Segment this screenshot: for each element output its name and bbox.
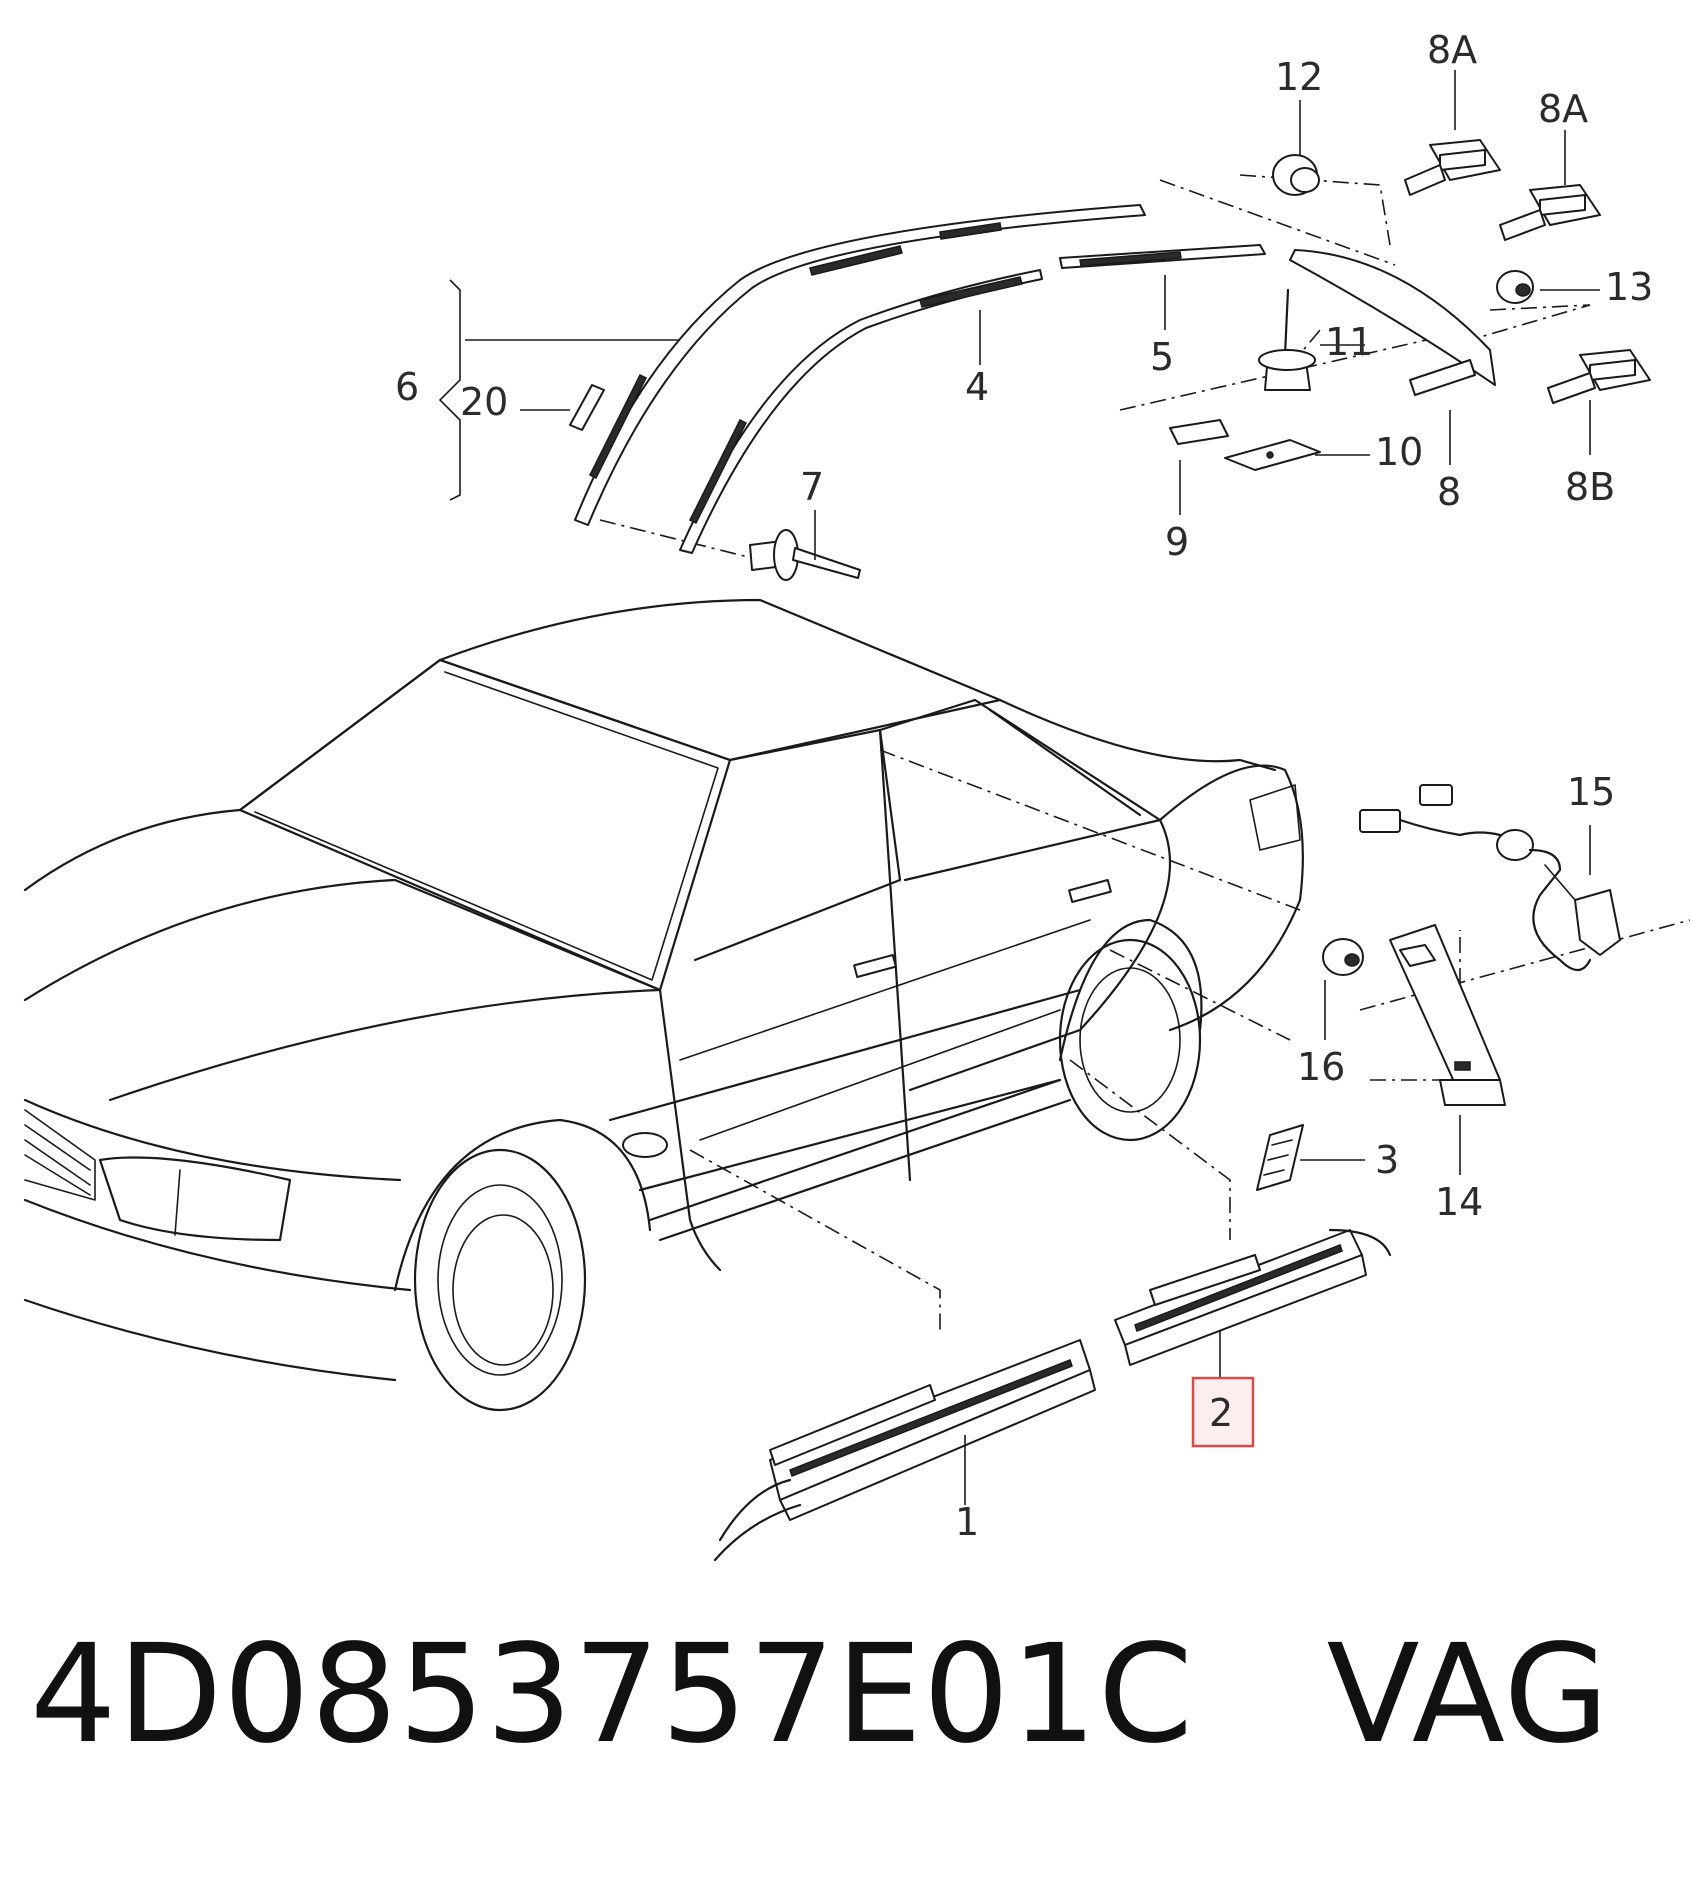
brand-name: VAG: [1326, 1616, 1610, 1774]
car-illustration: [23, 598, 1304, 1412]
fasteners: [749, 139, 1651, 581]
nut-13: [1496, 270, 1534, 304]
sill-molding-1: [713, 1339, 1096, 1562]
callout-15: 15: [1567, 770, 1615, 814]
nut-16: [1322, 938, 1364, 976]
clip-8a-right: [1499, 184, 1601, 241]
bushing-12: [1272, 154, 1320, 196]
callout-5: 5: [1150, 335, 1174, 379]
rivet-7: [749, 529, 861, 581]
callout-4: 4: [965, 365, 989, 409]
screw-11: [1258, 288, 1316, 391]
callout-2: 2: [1209, 1391, 1233, 1435]
callout-13: 13: [1605, 265, 1653, 309]
callout-8a-right: 8A: [1538, 87, 1588, 131]
callout-8b: 8B: [1565, 465, 1615, 509]
callout-20: 20: [460, 380, 508, 424]
callout-3: 3: [1375, 1138, 1399, 1182]
callout-10: 10: [1375, 430, 1423, 474]
callout-6: 6: [395, 365, 419, 409]
callout-8a-top: 8A: [1427, 28, 1477, 72]
part-number: 4D0853757E01C: [30, 1616, 1194, 1774]
highlight-box: [1191, 1376, 1255, 1448]
callout-9: 9: [1165, 520, 1189, 564]
sill-parts: [713, 784, 1621, 1562]
callout-11: 11: [1325, 320, 1373, 364]
callout-16: 16: [1297, 1045, 1345, 1089]
clip-8b: [1547, 349, 1651, 404]
clip-8a-top: [1404, 139, 1501, 196]
sill-molding-2: [1114, 1228, 1392, 1366]
callout-1: 1: [955, 1500, 979, 1544]
callout-7: 7: [800, 465, 824, 509]
harness-15: [1359, 784, 1621, 972]
roof-moldings: [569, 204, 1496, 554]
callout-labels: 1 2 3 4 5 6 7 8 8A 8A 8B 9 10 11 12 13 1…: [395, 28, 1653, 1544]
callout-12: 12: [1275, 55, 1323, 99]
bracket-14: [1389, 924, 1506, 1106]
callout-8: 8: [1437, 470, 1461, 514]
footer-caption: 4D0853757E01C VAG: [30, 1620, 1610, 1770]
callout-14: 14: [1435, 1180, 1483, 1224]
leader-lines: [438, 70, 1600, 1505]
